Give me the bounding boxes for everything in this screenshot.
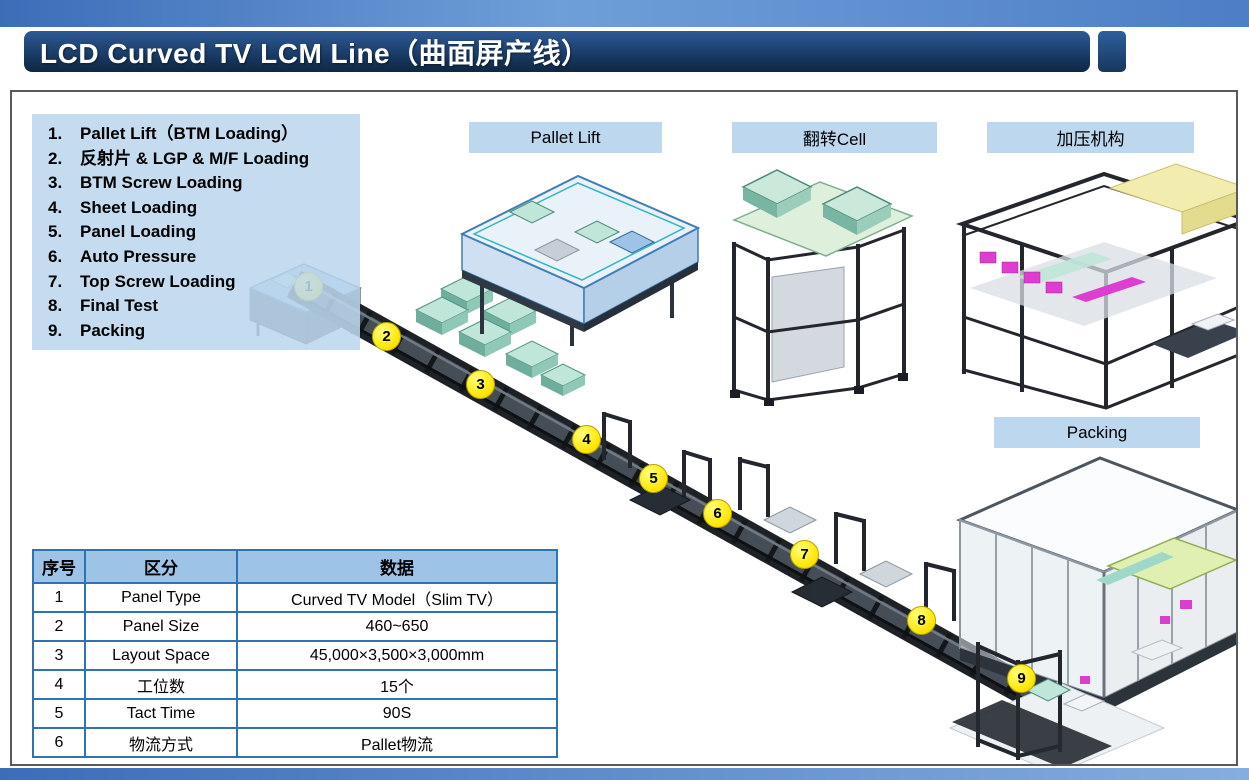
legend-item-label: BTM Screw Loading — [80, 173, 243, 193]
line-gantry-render — [602, 412, 956, 621]
table-cell: 3 — [32, 640, 86, 671]
station-marker-9: 9 — [1007, 664, 1036, 693]
station-marker-8: 8 — [907, 606, 936, 635]
table-cell: Layout Space — [84, 640, 238, 671]
end-station-render — [948, 642, 1166, 764]
table-cell: Tact Time — [84, 698, 238, 729]
table-row: 3 Layout Space 45,000×3,500×3,000mm — [32, 640, 558, 671]
table-cell: 2 — [32, 611, 86, 642]
line-layout-render — [248, 163, 1236, 764]
legend-item-number: 4. — [48, 197, 63, 217]
title-accent-square — [1098, 31, 1126, 72]
legend-item: 9. Packing — [48, 319, 354, 344]
legend-item-label: Final Test — [80, 296, 159, 316]
legend-item: 3. BTM Screw Loading — [48, 171, 354, 196]
flip-cell-machine-render — [730, 169, 914, 406]
spec-table-header: 数据 — [236, 549, 558, 584]
station-marker-3: 3 — [466, 370, 495, 399]
table-row: 6 物流方式 Pallet物流 — [32, 727, 558, 758]
table-row: 2 Panel Size 460~650 — [32, 611, 558, 642]
table-cell: Pallet物流 — [236, 727, 558, 758]
legend-item: 2. 反射片 & LGP & M/F Loading — [48, 147, 354, 172]
bottom-accent-strip — [0, 768, 1249, 780]
legend-item: 4. Sheet Loading — [48, 196, 354, 221]
spec-table-header-row: 序号 区分 数据 — [32, 549, 558, 584]
table-cell: Curved TV Model（Slim TV） — [236, 582, 558, 613]
legend-item-number: 9. — [48, 320, 63, 340]
legend-item: 5. Panel Loading — [48, 220, 354, 245]
legend-item: 8. Final Test — [48, 294, 354, 319]
legend-item-number: 8. — [48, 296, 63, 316]
content-panel: 1. Pallet Lift（BTM Loading） 2. 反射片 & LGP… — [10, 90, 1238, 766]
table-cell: 5 — [32, 698, 86, 729]
legend-item: 6. Auto Pressure — [48, 245, 354, 270]
table-row: 1 Panel Type Curved TV Model（Slim TV） — [32, 582, 558, 613]
line-module-render — [762, 506, 818, 534]
legend-item-number: 2. — [48, 148, 63, 168]
table-cell: 45,000×3,500×3,000mm — [236, 640, 558, 671]
legend-item-label: Packing — [80, 320, 146, 340]
station-marker-2: 2 — [372, 322, 401, 351]
legend-item-label: 反射片 & LGP & M/F Loading — [80, 148, 310, 168]
legend-item-label: Top Screw Loading — [80, 271, 236, 291]
packing-machine-render — [955, 456, 1236, 712]
legend-box: 1. Pallet Lift（BTM Loading） 2. 反射片 & LGP… — [32, 114, 360, 350]
legend-item-label: Auto Pressure — [80, 246, 197, 266]
legend-item: 7. Top Screw Loading — [48, 270, 354, 295]
legend-item-number: 5. — [48, 222, 63, 242]
station-marker-4: 4 — [572, 425, 601, 454]
page-title: LCD Curved TV LCM Line（曲面屏产线） — [40, 37, 590, 69]
legend-item-number: 6. — [48, 246, 63, 266]
table-row: 5 Tact Time 90S — [32, 698, 558, 729]
legend-item-number: 3. — [48, 173, 63, 193]
table-cell: 物流方式 — [84, 727, 238, 758]
table-cell: 4 — [32, 669, 86, 700]
top-accent-strip — [0, 0, 1249, 27]
legend-item-number: 7. — [48, 271, 63, 291]
line-module-render — [858, 560, 914, 588]
spec-table: 序号 区分 数据 1 Panel Type Curved TV Model（Sl… — [32, 549, 558, 758]
pressure-machine-render — [955, 163, 1236, 410]
station-marker-6: 6 — [703, 499, 732, 528]
station-marker-5: 5 — [639, 464, 668, 493]
table-cell: Panel Size — [84, 611, 238, 642]
table-row: 4 工位数 15个 — [32, 669, 558, 700]
callout-flip-cell: 翻转Cell — [732, 122, 937, 153]
callout-pressure-unit: 加压机构 — [987, 122, 1194, 153]
table-cell: Panel Type — [84, 582, 238, 613]
line-module-render — [790, 576, 854, 608]
callout-pallet-lift: Pallet Lift — [469, 122, 662, 153]
station-marker-7: 7 — [790, 540, 819, 569]
legend-item-label: Sheet Loading — [80, 197, 198, 217]
table-cell: 460~650 — [236, 611, 558, 642]
legend-item-label: Panel Loading — [80, 222, 197, 242]
legend-item-label: Pallet Lift（BTM Loading） — [80, 124, 299, 143]
table-cell: 1 — [32, 582, 86, 613]
table-cell: 工位数 — [84, 669, 238, 700]
pallet-lift-machine-render — [459, 174, 701, 346]
legend-item-number: 1. — [48, 124, 63, 143]
legend-item: 1. Pallet Lift（BTM Loading） — [48, 122, 354, 147]
table-cell: 15个 — [236, 669, 558, 700]
table-cell: 6 — [32, 727, 86, 758]
spec-table-header: 序号 — [32, 549, 86, 584]
table-cell: 90S — [236, 698, 558, 729]
spec-table-header: 区分 — [84, 549, 238, 584]
callout-packing: Packing — [994, 417, 1200, 448]
title-bar: LCD Curved TV LCM Line（曲面屏产线） — [24, 31, 1090, 72]
